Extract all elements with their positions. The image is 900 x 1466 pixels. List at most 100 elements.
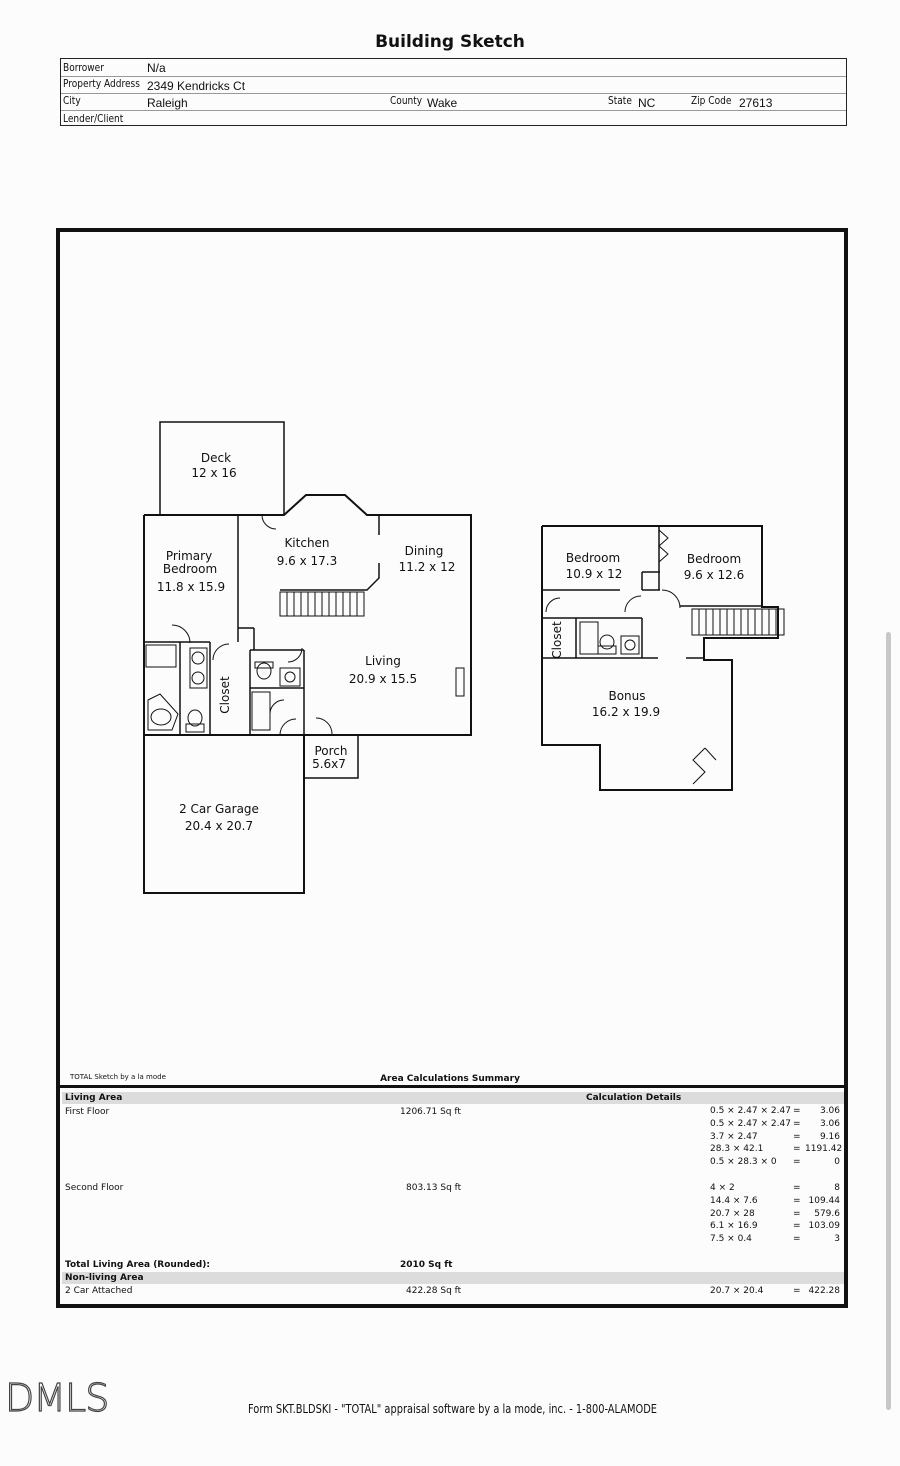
calc-expression: 20.7 × 20.4 xyxy=(710,1286,764,1296)
calc-row: 0.5 × 2.47 × 2.47= 3.06 xyxy=(710,1118,840,1129)
borrower-label: Borrower xyxy=(63,61,104,74)
bonus-label: Bonus xyxy=(608,689,645,703)
city-row: City Raleigh County Wake State NC Zip Co… xyxy=(61,93,846,111)
closet-2-label: Closet xyxy=(550,621,564,659)
living-dimensions: 20.9 x 15.5 xyxy=(349,672,417,686)
dmls-logo: DMLS xyxy=(4,1375,110,1420)
scrollbar[interactable] xyxy=(886,632,891,1410)
living-area-heading: Living Area xyxy=(65,1093,123,1103)
calc-result: 0 xyxy=(834,1157,840,1168)
summary-divider xyxy=(60,1085,846,1088)
calc-result: 3 xyxy=(834,1234,840,1245)
calc-expression: 0.5 × 2.47 × 2.47 xyxy=(710,1118,791,1129)
calc-result: 422.28 xyxy=(808,1286,841,1296)
closet-label: Closet xyxy=(218,676,232,714)
property-header-table: Borrower N/a Property Address 2349 Kendr… xyxy=(60,58,847,126)
first-floor-label: First Floor xyxy=(65,1107,110,1117)
area-summary-title: Area Calculations Summary xyxy=(380,1074,520,1084)
borrower-value: N/a xyxy=(147,61,166,75)
calc-expression: 20.7 × 28 xyxy=(710,1208,755,1219)
garage-attached-label: 2 Car Attached xyxy=(65,1286,133,1296)
first-floor-walls xyxy=(143,421,472,894)
address-label: Property Address xyxy=(63,77,140,90)
garage-dimensions: 20.4 x 20.7 xyxy=(185,819,253,833)
page-title: Building Sketch xyxy=(375,32,525,52)
garage-calc-row: 20.7 × 20.4 = 422.28 xyxy=(710,1286,840,1296)
living-area-band xyxy=(62,1092,844,1104)
sketch-credit: TOTAL Sketch by a la mode xyxy=(70,1073,166,1081)
garage-attached-sqft: 422.28 Sq ft xyxy=(406,1286,462,1296)
calc-row: 7.5 × 0.4 = 3 xyxy=(710,1234,840,1245)
bedroom-3-dimensions: 9.6 x 12.6 xyxy=(684,568,745,582)
garage-label: 2 Car Garage xyxy=(179,802,259,816)
calc-equals: = xyxy=(793,1144,801,1155)
nonliving-band xyxy=(62,1272,844,1284)
calc-row: 3.7 × 2.47 = 9.16 xyxy=(710,1131,840,1142)
calc-equals: = xyxy=(793,1286,801,1296)
primary-bedroom-label-2: Bedroom xyxy=(163,562,217,576)
deck-label: Deck xyxy=(201,451,231,465)
total-living-value: 2010 Sq ft xyxy=(400,1260,453,1270)
calc-equals: = xyxy=(793,1157,801,1168)
calc-result: 3.06 xyxy=(819,1106,840,1116)
bedroom-2-label: Bedroom xyxy=(566,551,620,565)
kitchen-label: Kitchen xyxy=(284,536,329,550)
calc-expression: 0.5 × 2.47 × 2.47 xyxy=(710,1106,791,1116)
calc-expression: 7.5 × 0.4 xyxy=(710,1234,752,1245)
calc-equals: = xyxy=(793,1106,801,1116)
calc-result: 3.06 xyxy=(819,1118,840,1129)
calc-expression: 0.5 × 28.3 × 0 xyxy=(710,1157,777,1168)
dining-label: Dining xyxy=(405,544,444,558)
calc-expression: 3.7 × 2.47 xyxy=(710,1131,758,1142)
second-floor-label: Second Floor xyxy=(65,1183,124,1193)
calc-result: 1191.42 xyxy=(805,1144,843,1155)
lender-row: Lender/Client xyxy=(61,110,846,127)
nonliving-heading: Non-living Area xyxy=(65,1273,144,1283)
calc-row: 0.5 × 28.3 × 0 = 0 xyxy=(710,1157,840,1168)
calc-row: 4 × 2 = 8 xyxy=(710,1183,840,1193)
zip-value: 27613 xyxy=(739,96,773,110)
county-value: Wake xyxy=(427,96,458,110)
calc-equals: = xyxy=(793,1221,801,1232)
calc-equals: = xyxy=(793,1131,801,1142)
calc-expression: 4 × 2 xyxy=(710,1183,735,1193)
calc-result: 9.16 xyxy=(819,1131,840,1142)
second-floor-sqft: 803.13 Sq ft xyxy=(406,1183,462,1193)
porch-dimensions: 5.6x7 xyxy=(312,757,346,771)
deck-dimensions: 12 x 16 xyxy=(191,466,236,480)
calc-equals: = xyxy=(793,1118,801,1129)
calc-row: 6.1 × 16.9 = 103.09 xyxy=(710,1221,840,1232)
calc-row: 20.7 × 28 = 579.6 xyxy=(710,1208,840,1219)
total-living-label: Total Living Area (Rounded): xyxy=(65,1260,210,1270)
kitchen-dimensions: 9.6 x 17.3 xyxy=(277,554,338,568)
bedroom-2-dimensions: 10.9 x 12 xyxy=(566,567,623,581)
state-value: NC xyxy=(638,96,656,110)
address-value: 2349 Kendricks Ct xyxy=(147,79,246,93)
city-label: City xyxy=(63,94,81,107)
form-footer: Form SKT.BLDSKI - "TOTAL" appraisal soft… xyxy=(247,1402,658,1416)
calc-result: 579.6 xyxy=(814,1208,840,1219)
borrower-row: Borrower N/a xyxy=(61,59,846,77)
state-label: State xyxy=(608,94,632,107)
porch-label: Porch xyxy=(314,744,347,758)
calc-expression: 14.4 × 7.6 xyxy=(710,1195,758,1206)
calc-equals: = xyxy=(793,1195,801,1206)
calc-expression: 28.3 × 42.1 xyxy=(710,1144,764,1155)
calc-expression: 6.1 × 16.9 xyxy=(710,1221,758,1232)
calc-equals: = xyxy=(793,1234,801,1245)
calc-equals: = xyxy=(793,1208,801,1219)
calc-equals: = xyxy=(793,1183,801,1193)
living-label: Living xyxy=(365,654,401,668)
first-floor-sqft: 1206.71 Sq ft xyxy=(400,1107,461,1117)
calc-row: 14.4 × 7.6=109.44 xyxy=(710,1195,840,1206)
primary-bedroom-label: Primary xyxy=(166,549,212,563)
bonus-dimensions: 16.2 x 19.9 xyxy=(592,705,660,719)
dining-dimensions: 11.2 x 12 xyxy=(399,560,456,574)
calc-result: 8 xyxy=(834,1183,840,1193)
city-value: Raleigh xyxy=(147,96,188,110)
calc-result: 103.09 xyxy=(808,1221,841,1232)
lender-label: Lender/Client xyxy=(63,112,124,125)
second-floor-walls xyxy=(541,525,779,791)
zip-label: Zip Code xyxy=(691,94,732,107)
